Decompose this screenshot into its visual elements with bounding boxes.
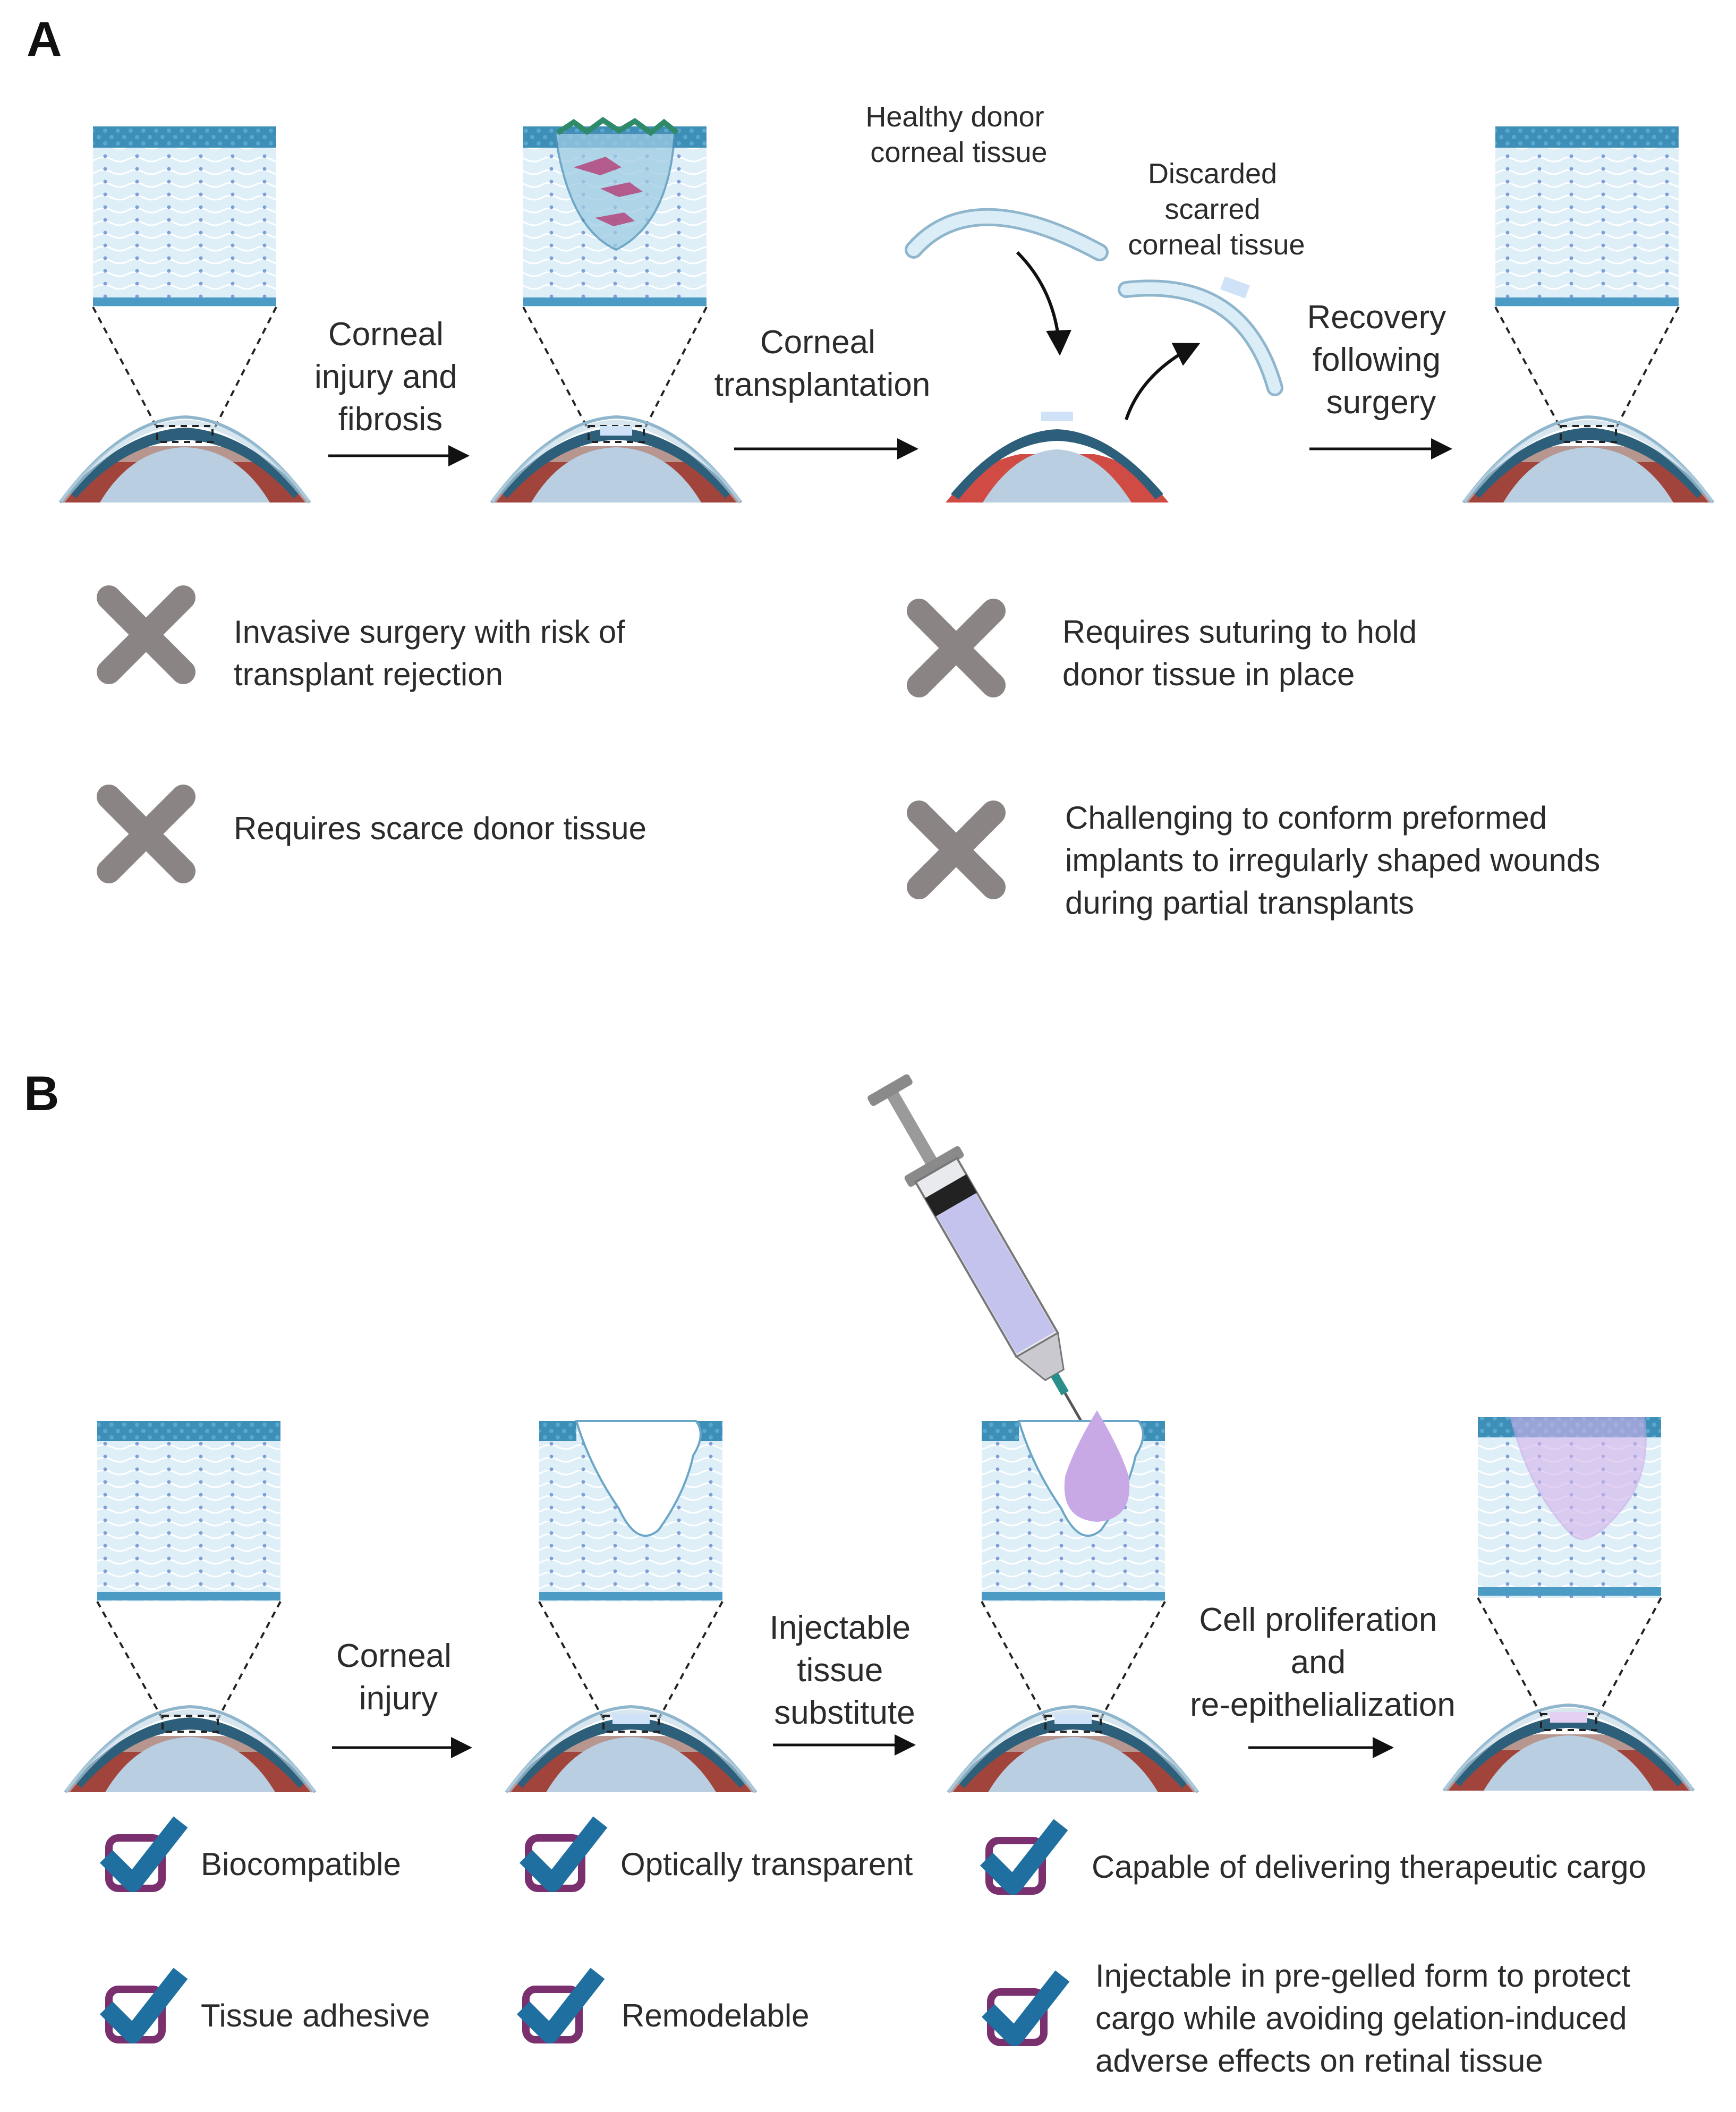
recovered-cornea-tissue-block <box>1494 126 1680 431</box>
eye-illustration <box>60 417 310 503</box>
eye-illustration <box>1444 1705 1694 1791</box>
checkbox-checked-icon <box>519 1816 608 1892</box>
step-label-corneal-injury: Corneal injury <box>336 1638 461 1717</box>
panel-b-label: B <box>24 1067 59 1121</box>
eye-illustration <box>65 1707 315 1792</box>
healthy-cornea-tissue-block <box>92 126 277 431</box>
wounded-cornea-tissue-block <box>538 1420 724 1722</box>
benefit-text: Tissue adhesive <box>201 1998 430 2033</box>
drawback-text: Challenging to conform preformed implant… <box>1065 800 1609 921</box>
curved-arrow <box>1125 343 1201 420</box>
syringe-icon <box>867 1074 1112 1472</box>
regenerated-cornea-tissue-block <box>1477 1417 1662 1719</box>
checkbox-checked-icon <box>99 1816 188 1892</box>
injected-cornea-tissue-block <box>981 1410 1166 1722</box>
checkbox-checked-icon <box>980 1819 1068 1895</box>
eye-illustration <box>491 417 741 503</box>
discarded-tissue-label: Discarded scarred corneal tissue <box>1128 158 1305 261</box>
benefit-text: Capable of delivering therapeutic cargo <box>1092 1849 1646 1885</box>
eye-illustration <box>946 412 1169 503</box>
benefit-text: Injectable in pre-gelled form to protect… <box>1095 1958 1639 2079</box>
benefit-text: Optically transparent <box>620 1846 913 1882</box>
cross-icon <box>97 585 195 684</box>
checkbox-checked-icon <box>516 1968 605 2043</box>
cross-icon <box>907 599 1006 697</box>
panel-a-label: A <box>27 12 62 66</box>
donor-tissue-label: Healthy donor corneal tissue <box>865 101 1052 168</box>
benefit-text: Biocompatible <box>201 1846 401 1882</box>
step-label-cell-proliferation: Cell proliferation and re-epithelializat… <box>1190 1602 1456 1723</box>
step-label-injury-fibrosis: Corneal injury and fibrosis <box>314 316 466 438</box>
drawback-text: Requires scarce donor tissue <box>234 811 646 846</box>
step-label-transplantation: Corneal transplantation <box>714 324 931 403</box>
step-label-recovery: Recovery following surgery <box>1307 299 1455 421</box>
eye-illustration <box>506 1707 756 1792</box>
fibrotic-cornea-tissue-block <box>522 116 708 431</box>
drawback-text: Invasive surgery with risk of transplant… <box>234 614 634 692</box>
benefit-text: Remodelable <box>622 1998 810 2033</box>
drawback-text: Requires suturing to hold donor tissue i… <box>1062 614 1426 692</box>
hydrogel-droplet <box>1064 1410 1130 1522</box>
checkbox-checked-icon <box>981 1970 1070 2046</box>
eye-illustration <box>948 1707 1198 1792</box>
curved-arrow <box>1016 251 1072 356</box>
step-label-injectable-substitute: Injectable tissue substitute <box>770 1609 920 1731</box>
eye-illustration <box>1463 417 1713 503</box>
cross-icon <box>907 800 1006 899</box>
checkbox-checked-icon <box>99 1968 188 2043</box>
healthy-cornea-tissue-block <box>96 1421 282 1722</box>
cross-icon <box>97 785 195 883</box>
